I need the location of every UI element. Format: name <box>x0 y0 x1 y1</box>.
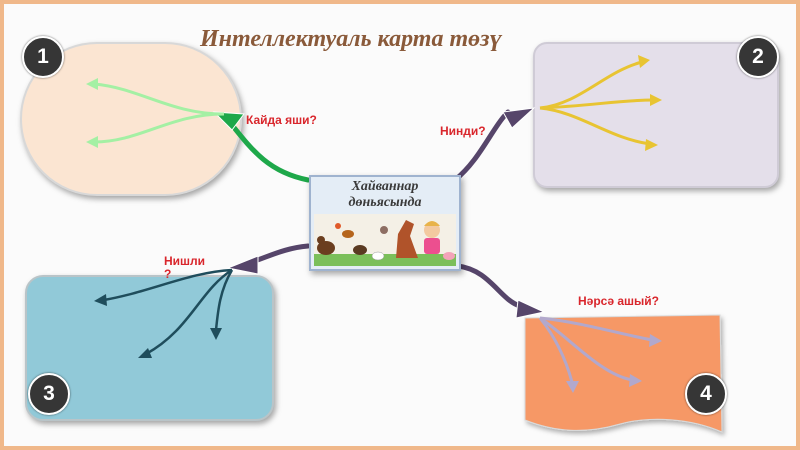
center-title: Хайваннар дөньясында <box>348 179 422 210</box>
badge-4: 4 <box>685 373 727 415</box>
branch-4-connector <box>455 263 546 319</box>
branch-1-arrows <box>86 78 225 148</box>
center-node: Хайваннар дөньясында <box>309 175 461 271</box>
branch-2-connector <box>452 107 536 183</box>
slide-title: Интеллектуаль карта төзү <box>200 26 502 52</box>
branch-1-question: Кайда яши? <box>246 113 317 127</box>
animals-picture <box>314 214 456 266</box>
branch-1-connector <box>212 111 311 183</box>
branch-4-question: Нәрсә ашый? <box>578 294 659 308</box>
branch-3-connector <box>226 243 311 275</box>
branch-2-question: Нинди? <box>440 124 486 138</box>
branch-3-question: Нишли ? <box>164 254 206 281</box>
badge-1: 1 <box>22 36 64 78</box>
branch-2-arrows <box>539 55 662 151</box>
badge-2: 2 <box>737 36 779 78</box>
branch-4-arrows <box>538 316 662 393</box>
branch-1-box <box>20 42 242 196</box>
branch-2-box <box>533 42 779 188</box>
branch-3-arrows <box>94 268 234 358</box>
badge-3: 3 <box>28 373 70 415</box>
